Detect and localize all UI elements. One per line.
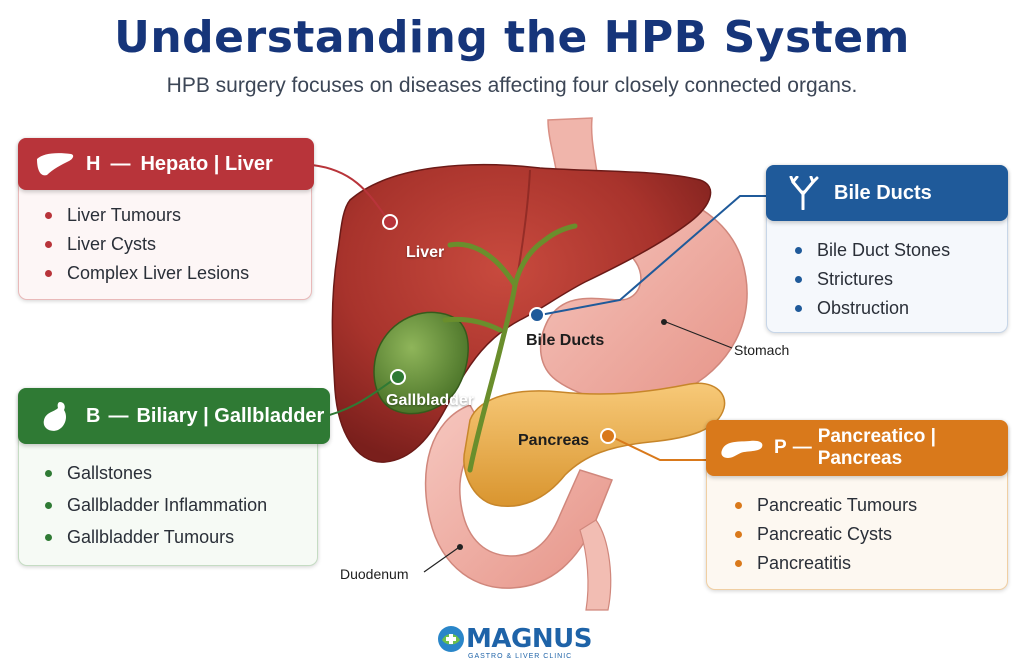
list-item: Complex Liver Lesions	[37, 259, 249, 288]
bile-duct-marker	[529, 307, 545, 323]
biliary-conditions-list: Gallstones Gallbladder Inflammation Gall…	[37, 457, 267, 553]
logo-tagline: GASTRO & LIVER CLINIC	[468, 653, 573, 660]
pancreas-icon	[720, 433, 764, 463]
page-title: Understanding the HPB System	[114, 12, 910, 63]
pancreas-card-dash: —	[792, 437, 812, 458]
list-item: Liver Tumours	[37, 201, 249, 230]
list-item: Gallbladder Tumours	[37, 521, 267, 553]
pancreas-label: Pancreas	[518, 432, 590, 449]
liver-conditions-list: Liver Tumours Liver Cysts Complex Liver …	[37, 201, 249, 288]
pancreas	[463, 382, 726, 507]
bile-ducts-card-title: Bile Ducts	[834, 181, 932, 204]
bile-ducts-label: Bile Ducts	[526, 332, 605, 349]
pancreas-card-title: Pancreatico | Pancreas	[817, 426, 937, 469]
magnus-logo-icon	[438, 626, 464, 652]
list-item: Strictures	[787, 265, 950, 294]
biliary-card-dash: —	[108, 404, 129, 427]
list-item: Gallstones	[37, 457, 267, 489]
liver-card-title: Hepato | Liver	[140, 152, 273, 175]
biliary-card-header: B — Biliary | Gallbladder	[18, 388, 330, 444]
liver-card-dash: —	[110, 152, 131, 175]
pancreas-card-letter: P	[774, 437, 787, 458]
liver-marker	[382, 214, 398, 230]
list-item: Bile Duct Stones	[787, 236, 950, 265]
pancreas-card-header: P — Pancreatico | Pancreas	[706, 420, 1008, 476]
bile-ducts-conditions-list: Bile Duct Stones Strictures Obstruction	[787, 236, 950, 323]
gallbladder-marker	[390, 369, 406, 385]
pancreas-marker	[600, 428, 616, 444]
gallbladder	[373, 311, 469, 415]
bile-duct-tree	[442, 223, 578, 473]
gallbladder-label: Gallbladder	[386, 392, 475, 409]
liver-card-header: H — Hepato | Liver	[18, 138, 314, 190]
list-item: Obstruction	[787, 294, 950, 323]
biliary-card-letter: B	[86, 404, 101, 427]
liver-card-letter: H	[86, 152, 101, 175]
bile-duct-icon	[782, 176, 824, 210]
stomach	[539, 184, 748, 403]
stomach-label: Stomach	[734, 342, 790, 358]
gallbladder-icon	[34, 401, 76, 431]
duodenum-label: Duodenum	[340, 566, 409, 582]
liver-label: Liver	[406, 244, 445, 261]
list-item: Liver Cysts	[37, 230, 249, 259]
bile-ducts-card-header: Bile Ducts	[766, 165, 1008, 221]
list-item: Pancreatic Cysts	[727, 520, 917, 549]
logo-name: MAGNUS	[466, 624, 592, 654]
pancreas-conditions-list: Pancreatic Tumours Pancreatic Cysts Panc…	[727, 491, 917, 578]
list-item: Gallbladder Inflammation	[37, 489, 267, 521]
liver-icon	[34, 149, 76, 179]
list-item: Pancreatitis	[727, 549, 917, 578]
biliary-card-title: Biliary | Gallbladder	[136, 404, 325, 427]
list-item: Pancreatic Tumours	[727, 491, 917, 520]
page-subtitle: HPB surgery focuses on diseases affectin…	[166, 74, 858, 97]
